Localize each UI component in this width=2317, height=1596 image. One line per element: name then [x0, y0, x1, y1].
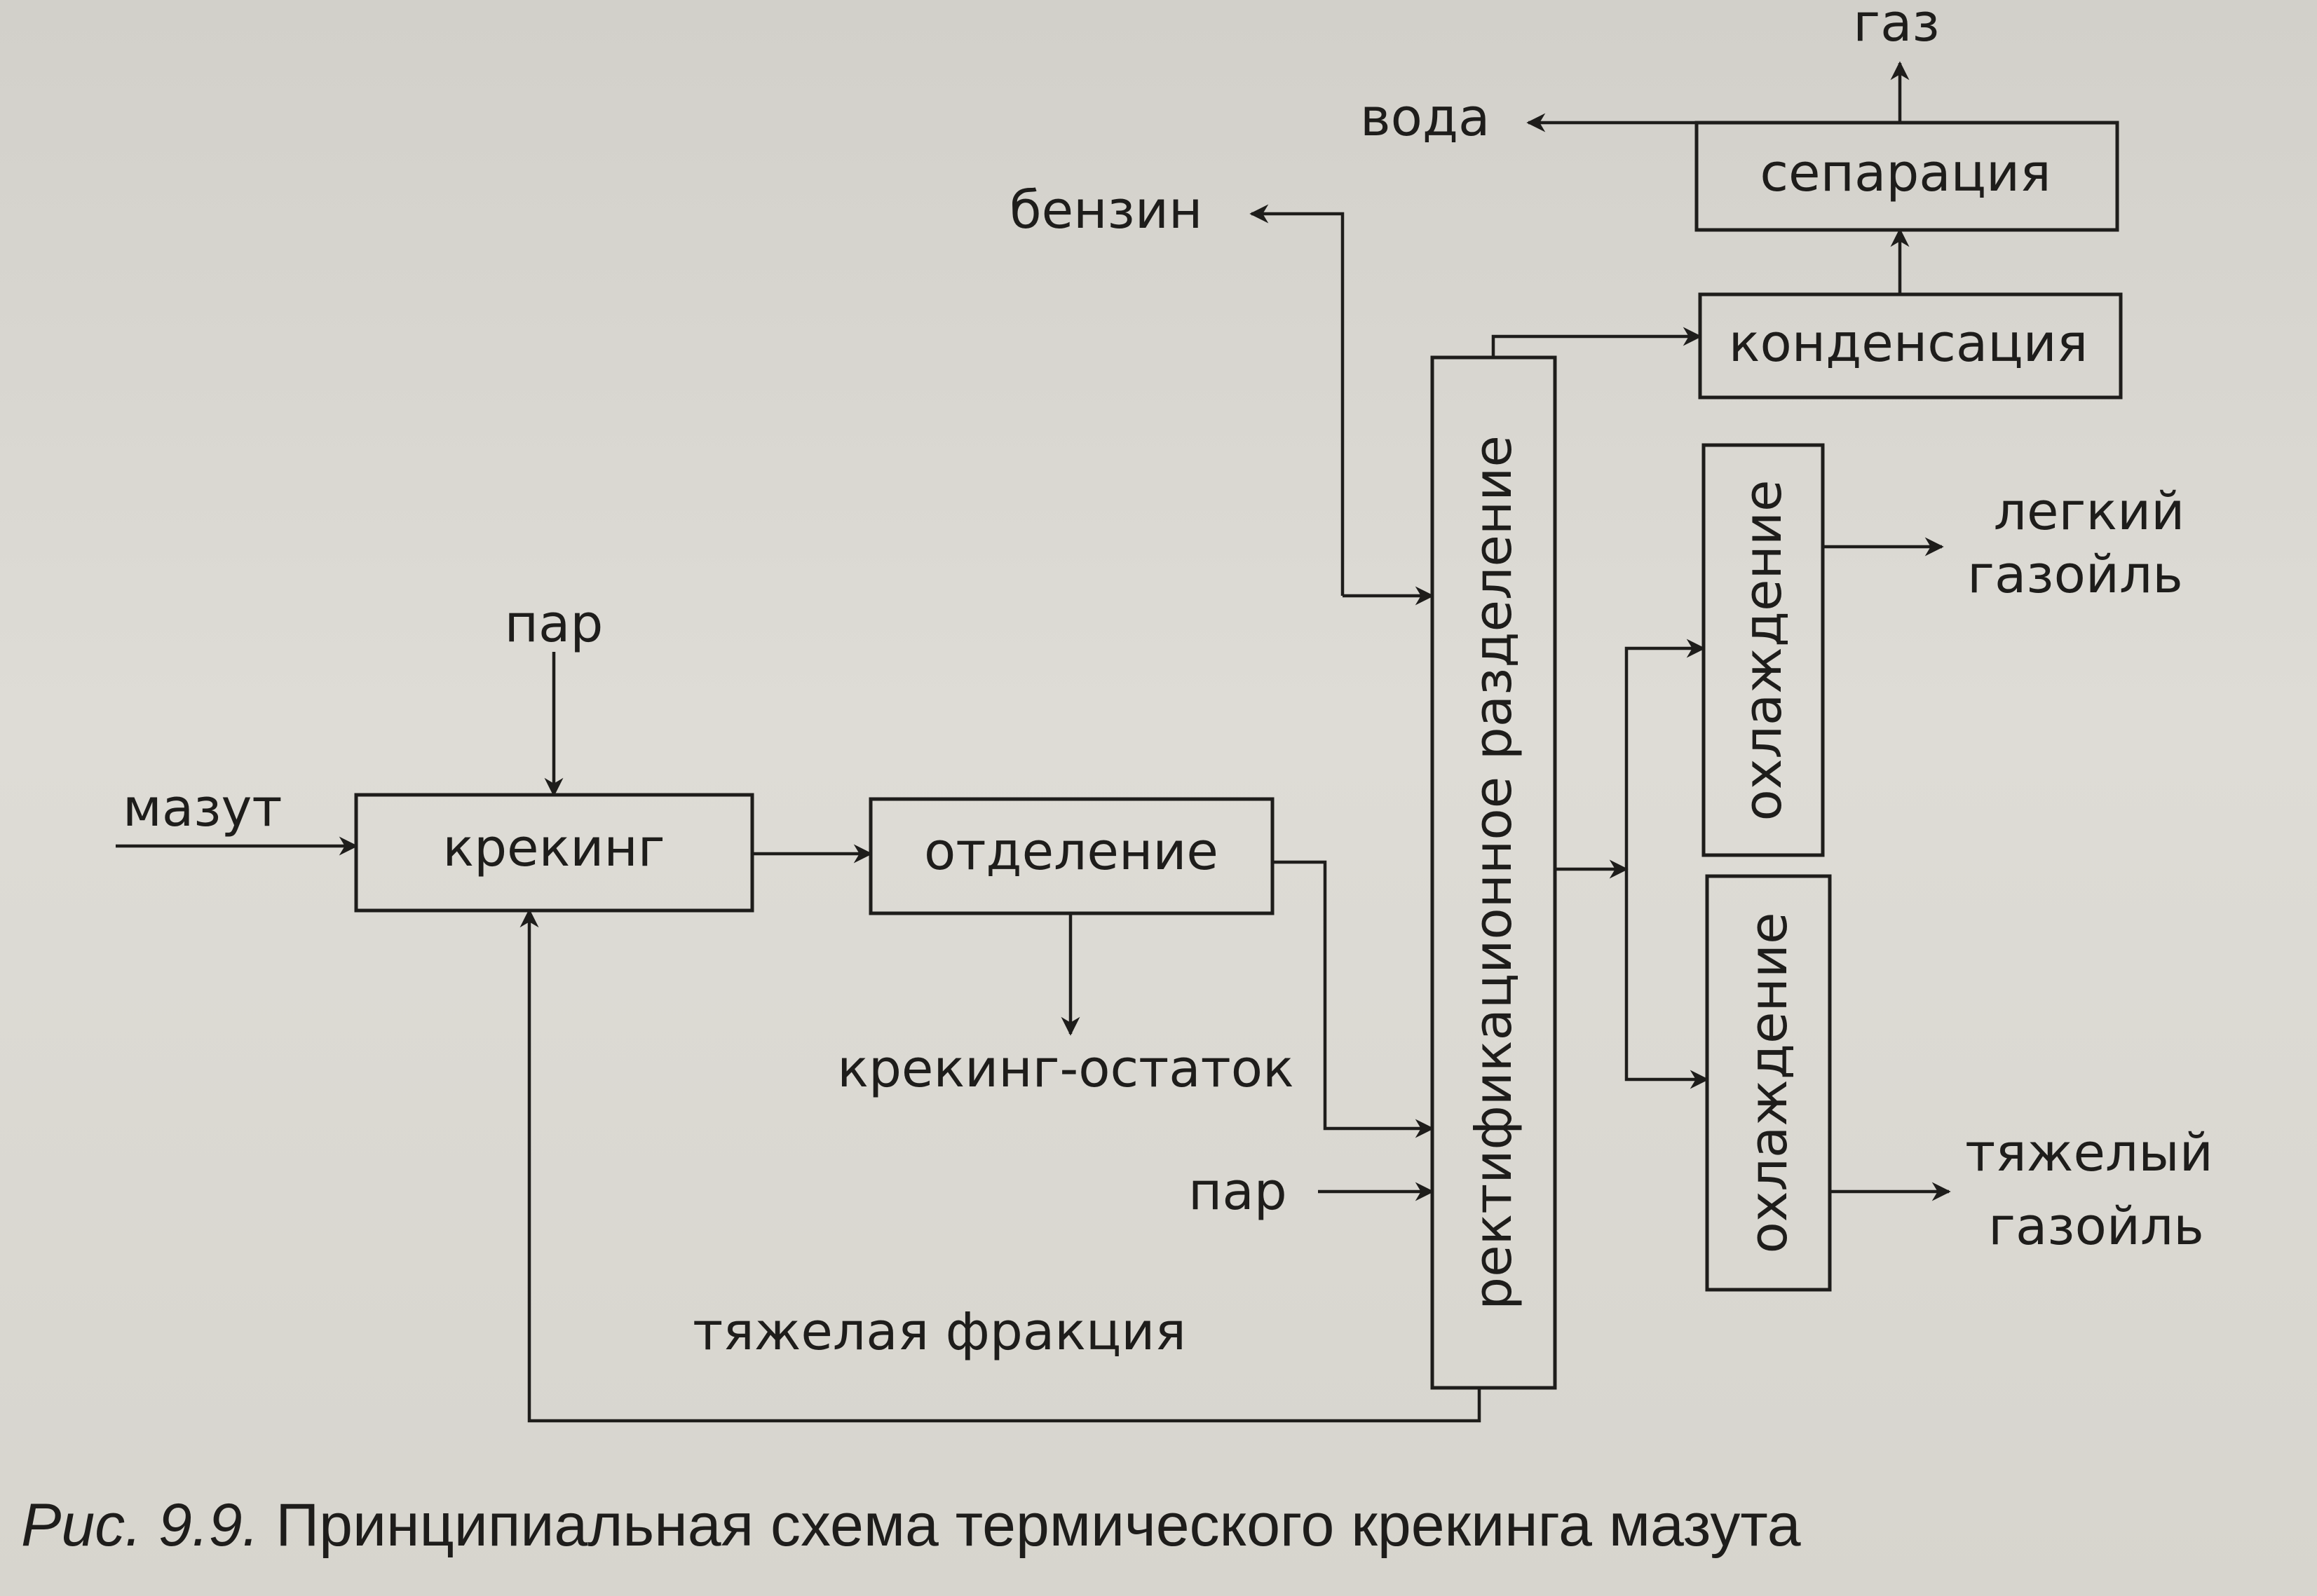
fuel-oil-label: мазут	[123, 778, 282, 838]
figure-caption: Рис. 9.9. Принципиальная схема термическ…	[21, 1492, 1801, 1559]
cracking-box-label: крекинг	[442, 818, 665, 878]
caption-gap	[259, 1492, 276, 1559]
heavy-gasoil-label-line2: газойль	[1988, 1196, 2204, 1257]
separation-to-rectification-arrow	[1272, 860, 1434, 1138]
heavy-gasoil-label-line1: тяжелый	[1965, 1123, 2213, 1183]
gasoline-label: бензин	[1010, 180, 1202, 240]
steam-bottom-label: пар	[1188, 1161, 1287, 1222]
caption-prefix: Рис. 9.9.	[21, 1492, 259, 1559]
light-gasoil-label-line2: газойль	[1967, 545, 2183, 605]
condensation-box	[1698, 292, 2123, 400]
steam-top-label: пар	[505, 594, 604, 654]
heavy-fraction-return-arrow	[519, 908, 1481, 1423]
caption-text: Принципиальная схема термического крекин…	[276, 1492, 1800, 1559]
cracking-residue-label: крекинг-остаток	[837, 1039, 1293, 1099]
to-cooling-1-arrow	[1624, 639, 1706, 869]
cooling-box-2-label: охлаждение	[1739, 912, 1799, 1253]
heavy-fraction-label: тяжелая фракция	[693, 1302, 1186, 1362]
gas-label: газ	[1853, 0, 1940, 53]
to-cooling-2-arrow	[1624, 869, 1709, 1089]
condensation-box-label: конденсация	[1729, 313, 2088, 374]
gasoline-out-arrow	[1249, 204, 1345, 596]
rectification-box-label: ректификационное разделение	[1463, 435, 1523, 1310]
water-label: вода	[1360, 88, 1490, 148]
light-gasoil-label-line1: легкий	[1994, 482, 2185, 542]
gas-separation-box-label: сепарация	[1760, 143, 2051, 203]
separation-box-label: отделение	[924, 821, 1218, 882]
cooling-box-1-label: охлаждение	[1733, 479, 1793, 821]
rectification-to-condensation-arrow	[1491, 327, 1702, 357]
